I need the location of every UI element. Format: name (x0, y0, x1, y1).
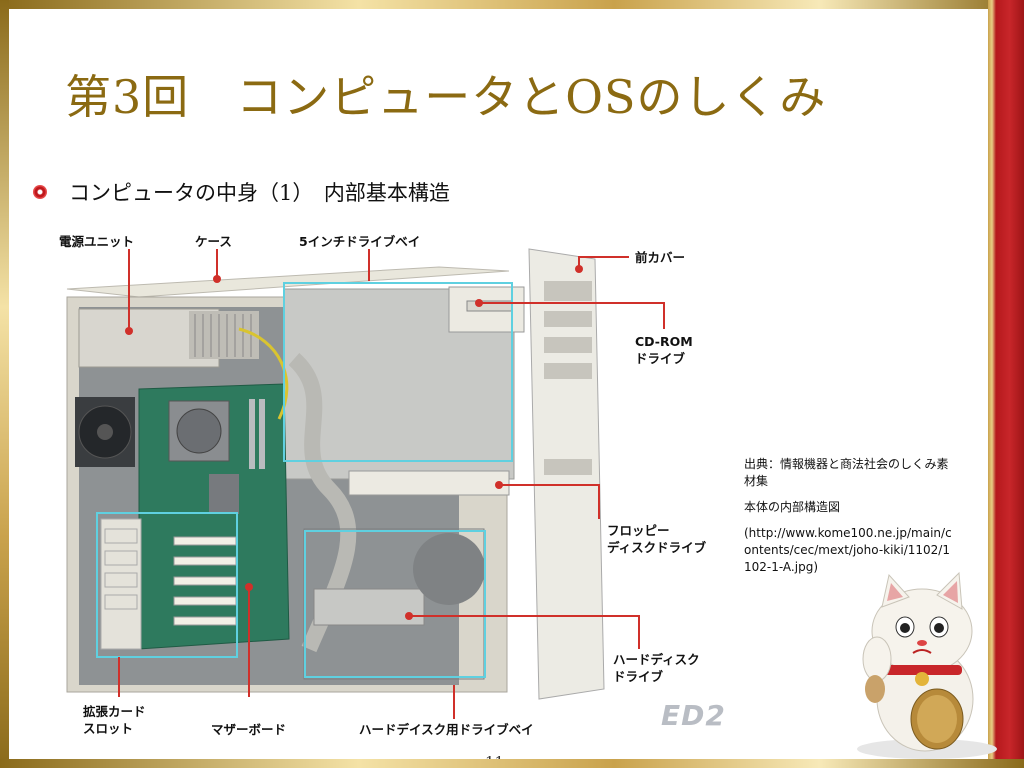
label-front-cover: 前カバー (635, 250, 686, 265)
expansion-slot-covers (100, 518, 142, 650)
heatsink (209, 474, 239, 514)
label-expansion-line2: スロット (83, 721, 134, 736)
label-hdd-line2: ドライブ (613, 669, 664, 684)
slide-title: 第3回 コンピュータとOSのしくみ (65, 70, 827, 124)
right-red-band (988, 0, 1024, 768)
label-power-unit: 電源ユニット (59, 234, 135, 249)
frame-bottom (0, 759, 1024, 768)
floppy-drive (348, 470, 510, 496)
front-cover-bays (544, 281, 592, 475)
label-drive-bay-5inch: 5インチドライブベイ (299, 234, 421, 249)
ed2-logo: ED2 (661, 699, 726, 732)
label-floppy-line1: フロッピー (607, 523, 670, 538)
hard-disk (313, 588, 425, 626)
label-cdrom-line2: ドライブ (635, 351, 686, 366)
pc-case-illustration (66, 248, 665, 719)
bullet-item: コンピュータの中身（1） 内部基本構造 (33, 177, 450, 207)
bullet-text: コンピュータの中身（1） 内部基本構造 (69, 181, 450, 205)
label-case: ケース (195, 234, 232, 249)
pc-internal-figure: 電源ユニット ケース 5インチドライブベイ 前カバー CD-ROM ドライブ フ… (39, 219, 739, 759)
source-line-2: 本体の内部構造図 (744, 500, 841, 514)
slide: 第3回 コンピュータとOSのしくみ コンピュータの中身（1） 内部基本構造 (9, 9, 997, 771)
vent-lines (194, 314, 252, 357)
frame-top (0, 0, 1024, 9)
source-citation: 出典：情報機器と商法社会のしくみ素材集 本体の内部構造図 (http://www… (744, 456, 954, 585)
callout-dots (125, 265, 583, 620)
label-floppy-line2: ディスクドライブ (607, 540, 707, 555)
maneki-neko-illustration (857, 571, 997, 759)
memory-slots (249, 399, 265, 469)
source-line-1: 出典：情報機器と商法社会のしくみ素材集 (744, 457, 949, 488)
highlight-boxes (96, 282, 513, 678)
label-cdrom-line1: CD-ROM (635, 334, 693, 349)
label-expansion-line1: 拡張カード (83, 704, 146, 719)
power-unit-vent (189, 311, 259, 359)
flower-bullet-icon (33, 185, 47, 199)
label-motherboard: マザーボード (211, 722, 287, 737)
frame-left (0, 0, 9, 768)
source-line-3: (http://www.kome100.ne.jp/main/contents/… (744, 526, 952, 574)
label-hdd-bay: ハードデイスク用ドライブベイ (359, 722, 534, 737)
label-hdd-line1: ハードディスク (613, 652, 700, 667)
